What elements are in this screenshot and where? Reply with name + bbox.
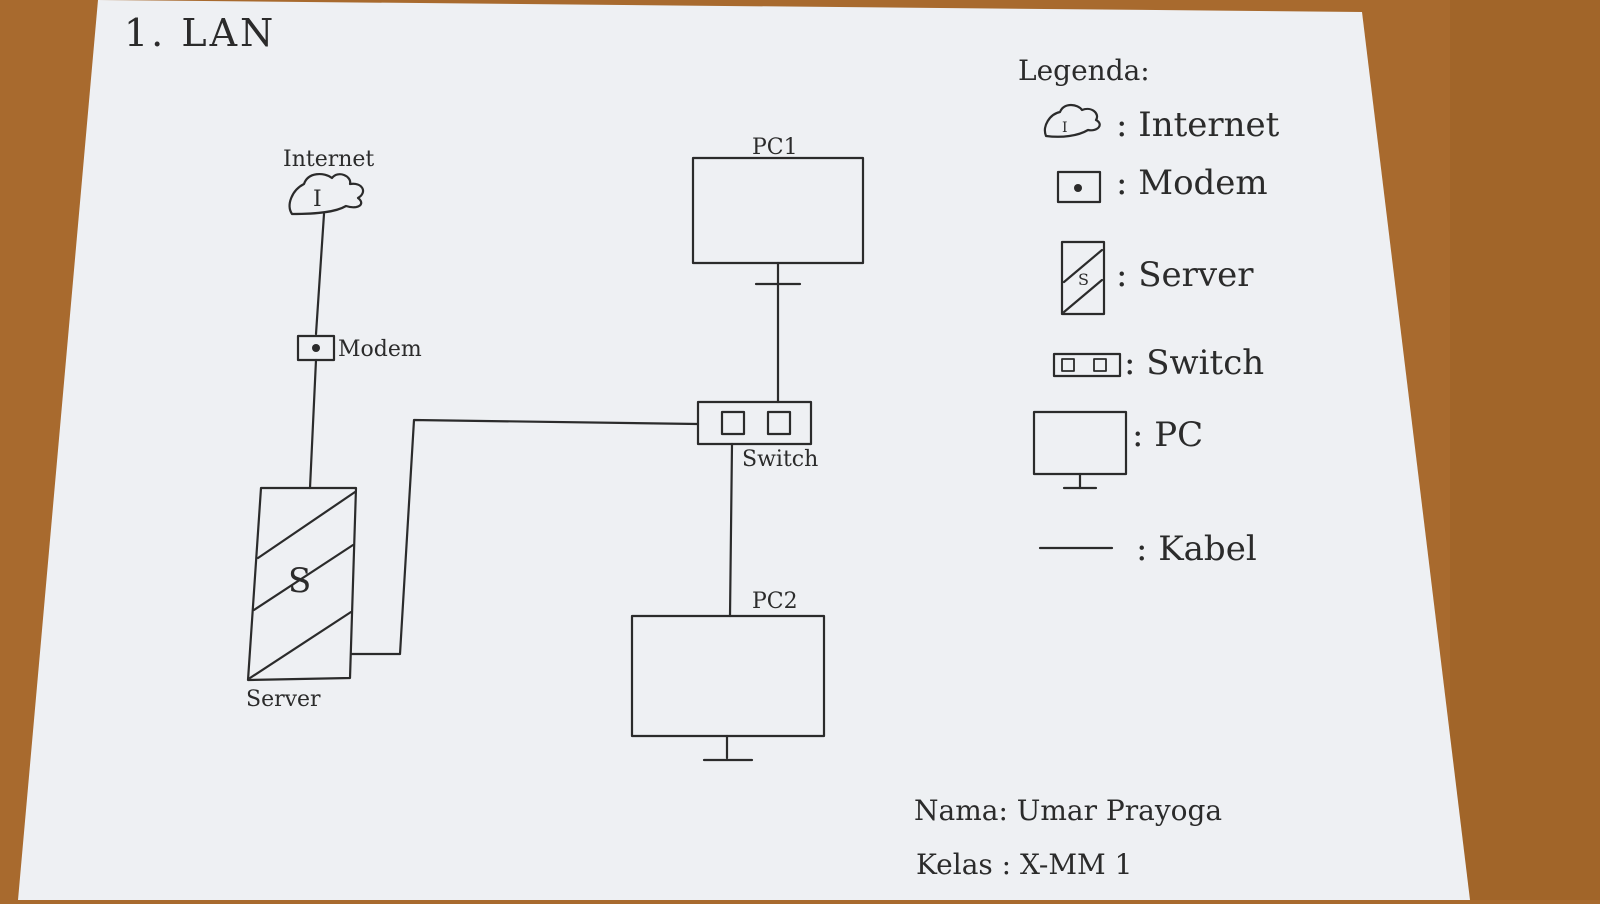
server-glyph: S bbox=[288, 561, 311, 601]
legend-title: Legenda: bbox=[1018, 54, 1150, 87]
switch-port-1 bbox=[720, 410, 746, 436]
internet-label: Internet bbox=[283, 147, 374, 172]
internet-node: Internet I bbox=[283, 147, 374, 216]
modem-dot bbox=[312, 344, 320, 352]
legend-internet-cloud-icon bbox=[1043, 103, 1101, 138]
internet-cloud-icon bbox=[288, 172, 365, 216]
pc2-label: PC2 bbox=[752, 589, 798, 614]
switch-node: Switch bbox=[696, 400, 818, 472]
switch-icon bbox=[696, 400, 813, 446]
server-label: Server bbox=[246, 687, 321, 712]
server-hatch-1 bbox=[256, 490, 357, 560]
legend-server-hatch-2 bbox=[1062, 278, 1104, 314]
pc1-label: PC1 bbox=[752, 135, 798, 160]
modem-node: Modem bbox=[296, 334, 422, 362]
modem-icon bbox=[296, 334, 336, 362]
student-class: Kelas : X-MM 1 bbox=[916, 848, 1132, 881]
legend: Legenda: I : Internet : Modem S : Server… bbox=[1018, 54, 1280, 569]
page-title: 1. LAN bbox=[124, 11, 276, 55]
paper-sheet bbox=[18, 0, 1470, 900]
table-shadow bbox=[1450, 0, 1600, 900]
cable-modem-server bbox=[308, 358, 318, 490]
legend-server-icon bbox=[1060, 240, 1106, 316]
server-hatch-3 bbox=[248, 610, 353, 680]
server-icon bbox=[246, 486, 358, 682]
cable-internet-modem bbox=[314, 212, 326, 336]
server-hatch-2 bbox=[252, 543, 355, 612]
legend-switch-port-2 bbox=[1093, 358, 1107, 372]
switch-label: Switch bbox=[742, 447, 818, 472]
legend-modem-label: : Modem bbox=[1116, 163, 1268, 203]
legend-cable-label: : Kabel bbox=[1136, 529, 1257, 569]
pc1-node: PC1 bbox=[691, 135, 865, 286]
legend-modem-icon bbox=[1056, 170, 1102, 204]
modem-label: Modem bbox=[338, 337, 422, 362]
legend-server-label: : Server bbox=[1116, 255, 1254, 295]
server-node: S Server bbox=[246, 486, 358, 712]
student-name: Nama: Umar Prayoga bbox=[914, 794, 1222, 827]
legend-switch-port-1 bbox=[1061, 358, 1075, 372]
internet-glyph: I bbox=[313, 187, 322, 212]
legend-switch-icon bbox=[1052, 352, 1122, 378]
legend-server-glyph: S bbox=[1078, 270, 1089, 289]
legend-internet-label: : Internet bbox=[1116, 105, 1280, 145]
legend-server-hatch-1 bbox=[1062, 248, 1104, 284]
legend-switch-label: : Switch bbox=[1124, 343, 1264, 383]
cable-switch-pc2 bbox=[728, 442, 734, 618]
legend-modem-dot bbox=[1074, 184, 1082, 192]
cable-server-switch bbox=[350, 418, 700, 656]
legend-pc-label: : PC bbox=[1132, 415, 1203, 455]
pc2-node: PC2 bbox=[630, 589, 826, 762]
switch-port-2 bbox=[766, 410, 792, 436]
legend-internet-glyph: I bbox=[1062, 120, 1068, 136]
